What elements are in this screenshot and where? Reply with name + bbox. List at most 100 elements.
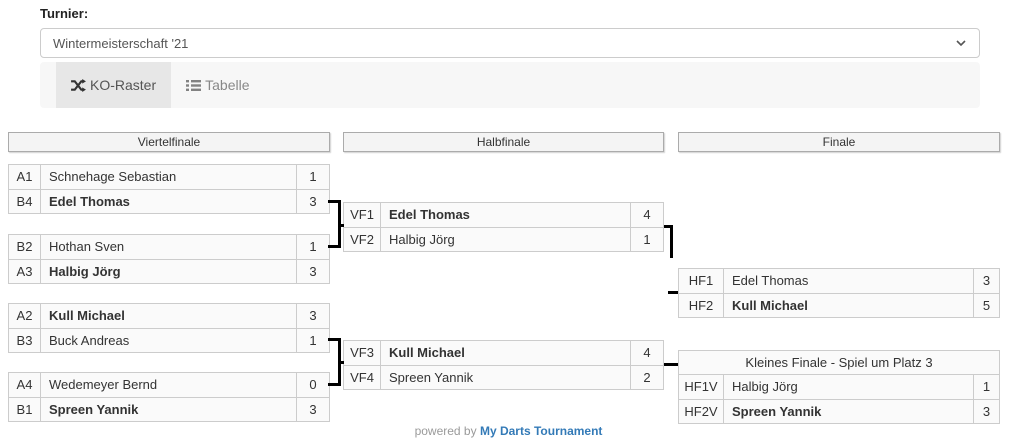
player-score: 1 <box>296 235 329 259</box>
bracket-connector <box>670 225 673 258</box>
player-name: Kull Michael <box>49 308 125 323</box>
match-final: HF1 Edel Thomas 3 HF2 Kull Michael 5 <box>678 268 1000 318</box>
player-seed: HF2 <box>679 294 724 317</box>
tab-ko-raster[interactable]: KO-Raster <box>56 62 172 108</box>
player-score: 2 <box>630 366 663 389</box>
match-row: A3 Halbig Jörg 3 <box>9 259 329 283</box>
player-score: 3 <box>296 398 329 421</box>
tab-label: KO-Raster <box>90 77 157 93</box>
match-row: HF2V Spreen Yannik 3 <box>679 399 999 423</box>
player-seed: B3 <box>9 329 41 352</box>
third-place-title: Kleines Finale - Spiel um Platz 3 <box>679 351 999 375</box>
player-seed: VF4 <box>344 366 381 389</box>
round-header-viertelfinale: Viertelfinale <box>8 132 330 152</box>
bracket-connector <box>328 383 341 386</box>
match-row: A2 Kull Michael 3 <box>9 304 329 328</box>
match-row: HF1V Halbig Jörg 1 <box>679 375 999 399</box>
match-row: HF2 Kull Michael 5 <box>679 293 999 317</box>
round-header-finale: Finale <box>678 132 1000 152</box>
bracket-connector <box>328 245 341 248</box>
match-row: B1 Spreen Yannik 3 <box>9 397 329 421</box>
player-name: Kull Michael <box>732 298 808 313</box>
bracket-connector <box>338 361 344 364</box>
match-row: A1 Schnehage Sebastian 1 <box>9 165 329 189</box>
player-seed: A1 <box>9 165 41 189</box>
player-name: Edel Thomas <box>732 273 809 288</box>
player-seed: A4 <box>9 373 41 397</box>
match-row: HF1 Edel Thomas 3 <box>679 269 999 293</box>
tab-tabelle[interactable]: Tabelle <box>171 62 264 108</box>
match-row: A4 Wedemeyer Bernd 0 <box>9 373 329 397</box>
player-name: Spreen Yannik <box>49 402 139 417</box>
player-score: 5 <box>973 294 999 317</box>
player-name: Spreen Yannik <box>389 370 474 385</box>
player-name: Hothan Sven <box>49 239 125 254</box>
match-qf3: A2 Kull Michael 3 B3 Buck Andreas 1 <box>8 303 330 353</box>
tournament-label: Turnier: <box>40 6 89 21</box>
match-row: VF3 Kull Michael 4 <box>344 341 663 365</box>
match-row: B4 Edel Thomas 3 <box>9 189 329 213</box>
player-name: Halbig Jörg <box>732 379 798 394</box>
player-score: 3 <box>296 304 329 328</box>
player-score: 1 <box>296 165 329 189</box>
player-score: 3 <box>973 400 999 423</box>
tournament-select[interactable]: Wintermeisterschaft '21 <box>40 28 980 58</box>
player-score: 3 <box>296 190 329 213</box>
player-score: 1 <box>296 329 329 352</box>
player-score: 3 <box>973 269 999 293</box>
list-icon <box>186 79 202 92</box>
player-seed: VF3 <box>344 341 381 365</box>
bracket-connector <box>328 200 341 203</box>
match-sf2: VF3 Kull Michael 4 VF4 Spreen Yannik 2 <box>343 340 664 390</box>
view-tabbar: KO-Raster Tabelle <box>40 62 980 108</box>
match-qf4: A4 Wedemeyer Bernd 0 B1 Spreen Yannik 3 <box>8 372 330 422</box>
player-score: 1 <box>630 228 663 251</box>
player-seed: VF2 <box>344 228 381 251</box>
match-qf2: B2 Hothan Sven 1 A3 Halbig Jörg 3 <box>8 234 330 284</box>
my-darts-tournament-link[interactable]: My Darts Tournament <box>479 424 603 438</box>
match-third-place: Kleines Finale - Spiel um Platz 3 HF1V H… <box>678 350 1000 424</box>
tournament-select-value: Wintermeisterschaft '21 <box>53 35 189 51</box>
player-name: Wedemeyer Bernd <box>49 377 158 392</box>
player-name: Spreen Yannik <box>732 404 822 419</box>
match-sf1: VF1 Edel Thomas 4 VF2 Halbig Jörg 1 <box>343 202 664 252</box>
bracket-connector <box>664 225 673 228</box>
player-seed: HF1 <box>679 269 724 293</box>
bracket-connector <box>338 224 344 227</box>
bracket-connector <box>668 291 678 294</box>
player-score: 0 <box>296 373 329 397</box>
match-row: B3 Buck Andreas 1 <box>9 328 329 352</box>
chevron-down-icon <box>955 39 967 47</box>
player-seed: B1 <box>9 398 41 421</box>
player-name: Halbig Jörg <box>49 264 121 279</box>
tab-label: Tabelle <box>205 77 250 93</box>
player-seed: B2 <box>9 235 41 259</box>
player-seed: HF1V <box>679 375 724 399</box>
footer: powered by My Darts Tournament <box>0 424 1017 438</box>
player-score: 1 <box>973 375 999 399</box>
powered-by-text: powered by <box>414 424 477 438</box>
player-name: Edel Thomas <box>49 194 130 209</box>
match-qf1: A1 Schnehage Sebastian 1 B4 Edel Thomas … <box>8 164 330 214</box>
round-header-halbfinale: Halbfinale <box>343 132 664 152</box>
player-score: 3 <box>296 260 329 283</box>
match-row: VF1 Edel Thomas 4 <box>344 203 663 227</box>
player-score: 4 <box>630 341 663 365</box>
player-seed: B4 <box>9 190 41 213</box>
player-seed: A2 <box>9 304 41 328</box>
player-seed: A3 <box>9 260 41 283</box>
bracket-connector <box>328 338 341 341</box>
match-row: B2 Hothan Sven 1 <box>9 235 329 259</box>
match-row: VF4 Spreen Yannik 2 <box>344 365 663 389</box>
player-name: Edel Thomas <box>389 207 470 222</box>
match-row: VF2 Halbig Jörg 1 <box>344 227 663 251</box>
bracket-connector <box>664 363 678 366</box>
player-name: Buck Andreas <box>49 333 130 348</box>
player-name: Schnehage Sebastian <box>49 169 177 184</box>
player-seed: VF1 <box>344 203 381 227</box>
player-name: Kull Michael <box>389 345 465 360</box>
player-score: 4 <box>630 203 663 227</box>
player-name: Halbig Jörg <box>389 232 455 247</box>
player-seed: HF2V <box>679 400 724 423</box>
